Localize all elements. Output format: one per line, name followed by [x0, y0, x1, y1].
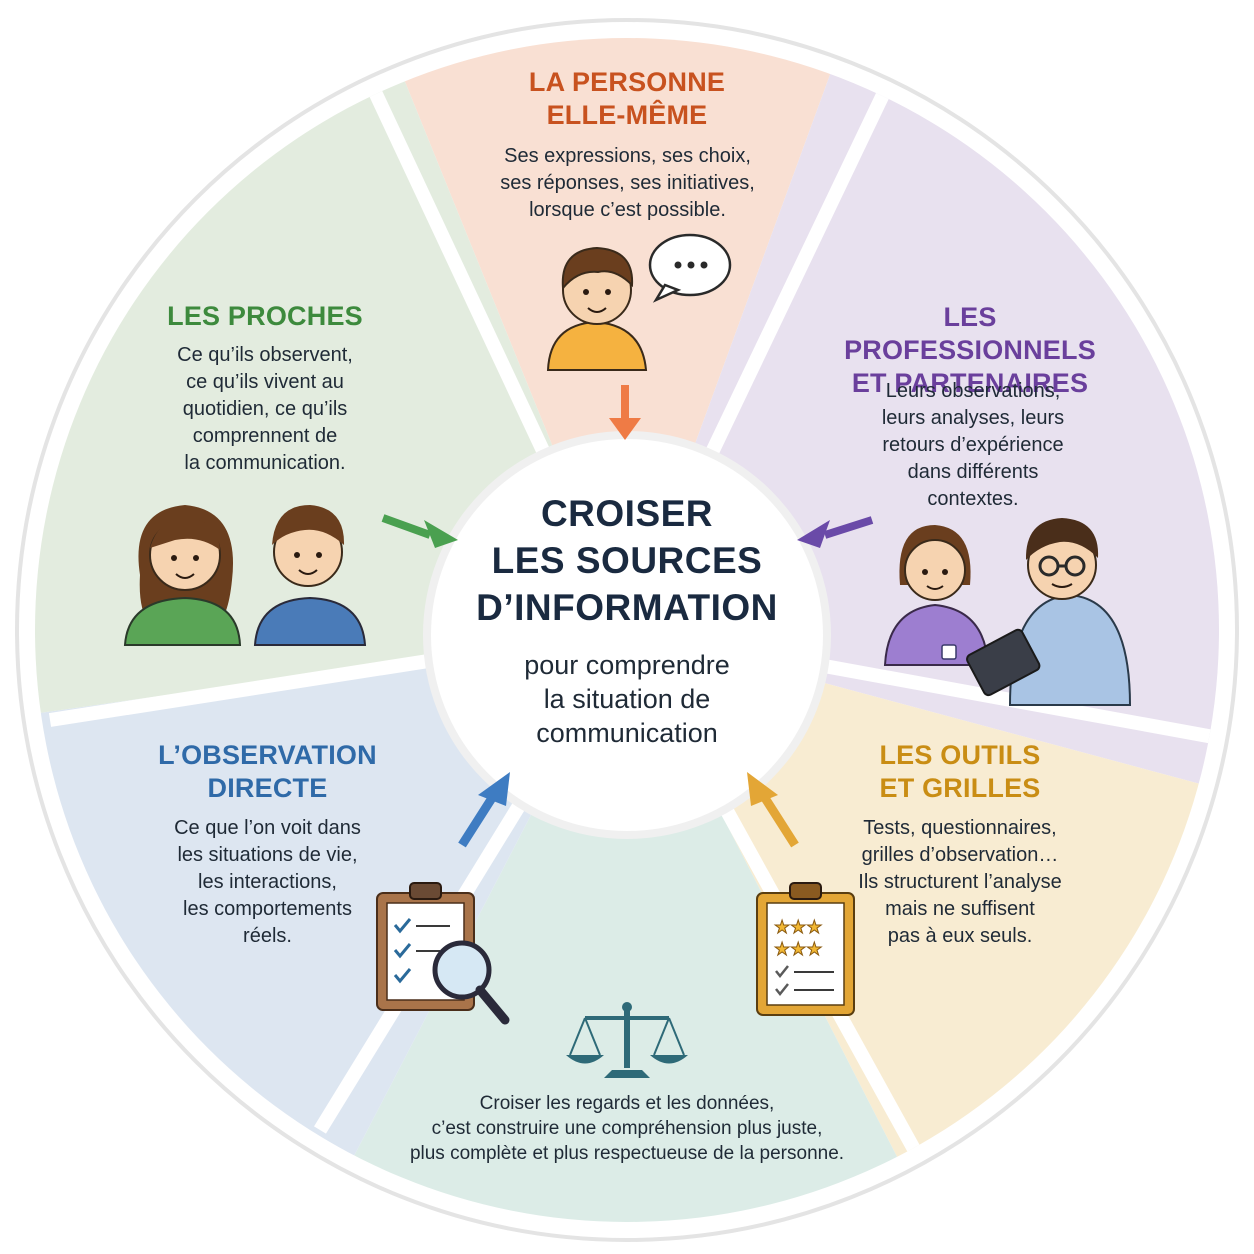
segment-title-line: LA PERSONNE — [528, 67, 726, 97]
segment-title-line: LES PROFESSIONNELS — [844, 302, 1096, 365]
arrow-outils — [747, 772, 799, 848]
center-title-line: LES SOURCES — [491, 540, 763, 581]
segment-proches-description: Ce qu’ils observent, ce qu’ils vivent au… — [177, 344, 353, 474]
arrow-observation — [458, 772, 510, 848]
svg-text:★★★: ★★★ — [774, 939, 822, 960]
segment-personne-description: Ses expressions, ses choix, ses réponses… — [500, 145, 755, 221]
balance-scale-icon — [566, 1002, 688, 1078]
segment-conclusion — [300, 630, 950, 1222]
arrow-personne — [609, 385, 641, 440]
center-title-line: D’INFORMATION — [476, 587, 778, 628]
clipboard-magnifier-icon — [376, 882, 510, 1025]
center-subtitle: pour comprendre la situation de communic… — [524, 650, 730, 748]
segment-professionnels-description: Leurs observations, leurs analyses, leur… — [881, 380, 1065, 510]
segment-title-line: ET PARTENAIRES — [851, 368, 1089, 398]
clipboard-stars-icon: ★★★ ★★★ — [756, 882, 855, 1016]
segment-outils-title: LES OUTILS ET GRILLES — [830, 739, 1090, 805]
center-title: CROISER LES SOURCES D’INFORMATION — [457, 490, 797, 631]
professionals-tablet-icon — [883, 518, 1132, 706]
segment-personne-title: LA PERSONNE ELLE-MÊME — [470, 66, 784, 132]
segment-title-line: LES PROCHES — [167, 301, 363, 331]
arrow-proches — [381, 514, 458, 548]
svg-text:★★★: ★★★ — [774, 917, 822, 938]
segment-proches-title: LES PROCHES — [130, 300, 400, 333]
arrow-professionnels — [797, 516, 874, 548]
center-title-line: CROISER — [540, 493, 714, 534]
segment-title-line: ELLE-MÊME — [546, 100, 708, 130]
segment-observation-title: L’OBSERVATION DIRECTE — [130, 739, 405, 805]
segment-title-line: ET GRILLES — [879, 773, 1041, 803]
segment-conclusion-text: Croiser les regards et les données, c’es… — [409, 1093, 845, 1164]
segment-observation-description: Ce que l’on voit dans les situations de … — [174, 817, 361, 947]
segment-professionnels-title: LES PROFESSIONNELS ET PARTENAIRES — [820, 301, 1120, 400]
segment-title-line: LES OUTILS — [879, 740, 1041, 770]
two-people-icon — [123, 505, 367, 646]
segment-outils-description: Tests, questionnaires, grilles d’observa… — [858, 817, 1062, 947]
segment-title-line: DIRECTE — [207, 773, 328, 803]
segment-title-line: L’OBSERVATION — [158, 740, 377, 770]
person-speech-bubble-icon — [546, 233, 732, 371]
